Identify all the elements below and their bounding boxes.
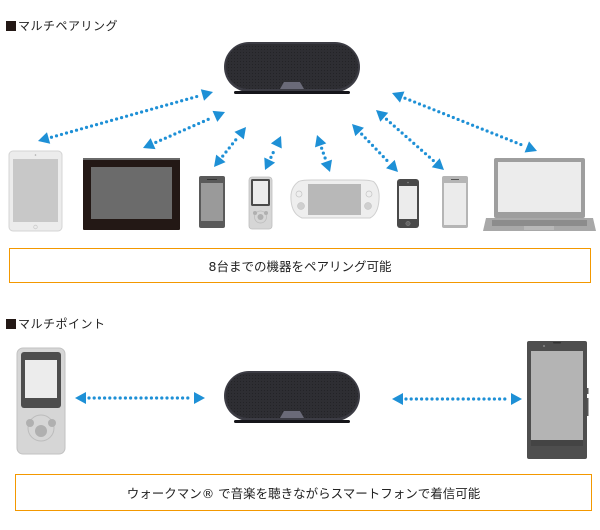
heading-text: マルチペアリング — [18, 19, 119, 33]
arrowhead-icon — [392, 91, 405, 103]
walkman-large-icon — [16, 347, 66, 455]
caption-text: ウォークマン® で音楽を聴きながらスマートフォンで着信可能 — [126, 486, 481, 501]
arrowhead-icon — [314, 135, 327, 148]
laptop-icon — [483, 158, 596, 231]
arrow-walkman-speaker — [75, 392, 205, 404]
arrowhead-icon — [392, 393, 403, 405]
arrowhead-icon — [511, 393, 522, 405]
arrowhead-icon — [320, 159, 333, 172]
arrowhead-icon — [386, 159, 398, 172]
heading-square-icon — [6, 21, 16, 31]
arrowhead-icon — [431, 158, 444, 170]
arrow-game-console — [314, 135, 333, 172]
iphone-icon — [397, 179, 419, 228]
arrowhead-icon — [524, 141, 537, 153]
arrow-iphone — [352, 124, 398, 172]
arrowhead-icon — [194, 392, 205, 404]
arrowhead-icon — [270, 136, 282, 149]
arrow-laptop — [392, 91, 537, 153]
tablet-large-icon — [83, 158, 180, 230]
arrow-walkman — [264, 136, 282, 170]
arrow-smartphone-dark — [214, 127, 246, 167]
arrowhead-icon — [352, 124, 364, 137]
section-heading-multi-pairing: マルチペアリング — [6, 17, 118, 34]
portable-game-console-icon — [290, 179, 380, 219]
smartphone-dark-icon — [199, 176, 225, 228]
caption-text: 8台までの機器をペアリング可能 — [208, 259, 392, 274]
pairing-arrows — [38, 89, 537, 172]
section-heading-multi-point: マルチポイント — [6, 315, 106, 332]
caption-multi-pairing: 8台までの機器をペアリング可能 — [9, 248, 591, 283]
speaker-icon — [224, 371, 360, 423]
heading-text: マルチポイント — [18, 317, 106, 331]
arrow-speaker-smartphone — [392, 393, 522, 405]
smartphone-large-icon — [527, 341, 589, 459]
smartphone-light-icon — [442, 176, 468, 228]
arrow-smartphone-light — [376, 110, 444, 170]
heading-square-icon — [6, 319, 16, 329]
arrowhead-icon — [143, 138, 156, 150]
arrow-tablet-large — [143, 110, 225, 150]
speaker-icon — [224, 42, 360, 94]
multipoint-arrows — [75, 392, 522, 405]
arrow-tablet — [38, 89, 213, 144]
caption-multi-point: ウォークマン® で音楽を聴きながらスマートフォンで着信可能 — [15, 474, 592, 511]
arrowhead-icon — [264, 157, 276, 170]
arrowhead-icon — [38, 132, 51, 144]
arrowhead-icon — [234, 127, 246, 140]
walkman-icon — [248, 176, 273, 230]
tablet-white-icon — [8, 150, 63, 232]
arrowhead-icon — [75, 392, 86, 404]
arrowhead-icon — [376, 110, 389, 122]
arrowhead-icon — [200, 89, 213, 101]
arrowhead-icon — [214, 154, 226, 167]
arrowhead-icon — [212, 110, 225, 122]
